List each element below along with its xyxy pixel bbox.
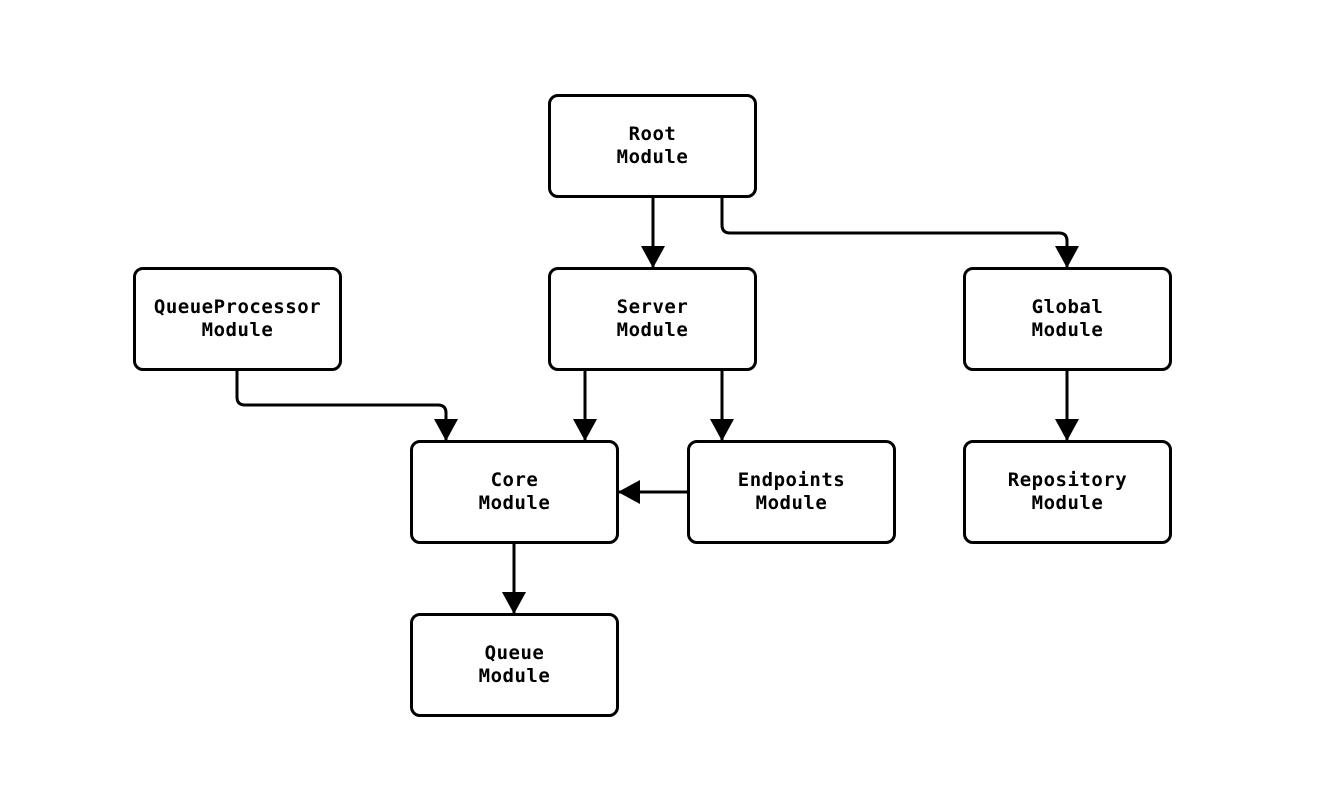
node-label: Server Module — [616, 296, 689, 341]
node-server-module: Server Module — [548, 267, 757, 371]
node-core-module: Core Module — [410, 440, 619, 544]
node-queue-module: Queue Module — [410, 613, 619, 717]
node-label: Endpoints Module — [737, 469, 846, 514]
node-label: Queue Module — [478, 642, 551, 687]
node-global-module: Global Module — [963, 267, 1172, 371]
node-root-module: Root Module — [548, 94, 757, 198]
node-label: Root Module — [616, 123, 689, 168]
node-endpoints-module: Endpoints Module — [687, 440, 896, 544]
edge-queueprocessor-to-core — [235, 371, 458, 441]
node-label: Repository Module — [1007, 469, 1128, 514]
node-repository-module: Repository Module — [963, 440, 1172, 544]
node-label: Core Module — [478, 469, 551, 514]
node-label: QueueProcessor Module — [153, 296, 322, 341]
node-queueprocessor-module: QueueProcessor Module — [133, 267, 342, 371]
edge-root-to-global — [720, 198, 1079, 268]
node-label: Global Module — [1031, 296, 1104, 341]
